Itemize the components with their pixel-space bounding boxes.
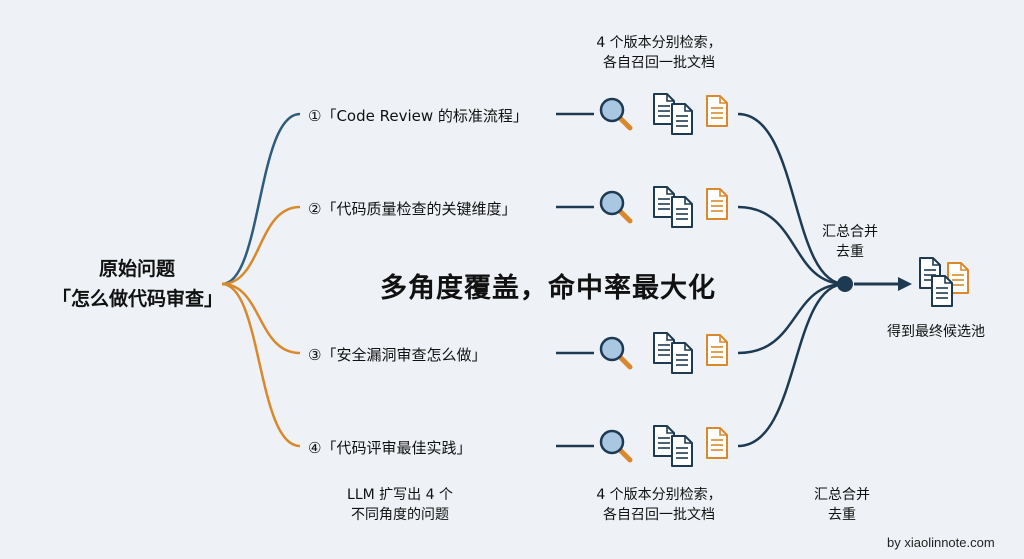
- magnifier-icon-1: [599, 97, 633, 131]
- magnifier-icon-4: [599, 429, 633, 463]
- retrieve-note-bottom: 4 个版本分别检索， 各自召回一批文档: [574, 485, 744, 525]
- result-doc-front: [931, 275, 953, 307]
- merge-lines: [737, 112, 846, 448]
- document-icon-4-page: [706, 427, 728, 459]
- retrieve-note-top-line2: 各自召回一批文档: [603, 55, 715, 71]
- document-icon-2: [706, 188, 728, 220]
- result-doc-back-fold: [932, 258, 940, 266]
- document-icon-4-fold: [719, 428, 727, 436]
- retrieve-note-top-line1: 4 个版本分别检索，: [596, 35, 722, 51]
- result-doc-front-page: [931, 275, 953, 307]
- document-icon-3-fold: [719, 335, 727, 343]
- result-document-stack-icon: [919, 257, 969, 307]
- document-stack-icon-front-1-fold: [684, 104, 692, 112]
- merge-note-bottom-line2: 去重: [828, 507, 856, 523]
- result-label: 得到最终候选池: [887, 324, 985, 340]
- document-icon-4: [706, 427, 728, 459]
- document-stack-icon-front-3-fold: [684, 343, 692, 351]
- merge-line-2: [737, 205, 846, 286]
- branch-line-1: [221, 112, 301, 286]
- merge-line-1: [737, 112, 846, 286]
- document-icon-2-page: [706, 188, 728, 220]
- merge-note-bottom-line1: 汇总合并: [814, 487, 870, 503]
- document-icon-2-fold: [719, 189, 727, 197]
- branch-line-3: [221, 282, 301, 355]
- merge-node: [837, 276, 853, 292]
- merge-line-3: [737, 282, 846, 355]
- retrieve-note-bottom-line1: 4 个版本分别检索，: [596, 487, 722, 503]
- document-stack-icon-front-4: [671, 435, 693, 467]
- query-3-label: ③「安全漏洞审查怎么做」: [308, 346, 487, 364]
- merge-line-4: [737, 282, 846, 448]
- merge-note-line2: 去重: [836, 244, 864, 260]
- branch-line-4: [221, 282, 301, 448]
- document-stack-icon-back-4: [653, 425, 675, 457]
- query-2-label: ②「代码质量检查的关键维度」: [308, 200, 517, 218]
- magnifier-icon-2-handle: [617, 208, 633, 224]
- magnifier-icon-1-lens: [599, 97, 625, 123]
- root-question: 原始问题 「怎么做代码审查」: [52, 254, 224, 314]
- document-stack-icon-front-2: [671, 196, 693, 228]
- document-stack-icon-back-3-fold: [666, 333, 674, 341]
- magnifier-icon-3-handle: [617, 354, 633, 370]
- query-1-label: ①「Code Review 的标准流程」: [308, 107, 528, 125]
- document-icon-1: [706, 95, 728, 127]
- retrieve-note-bottom-line2: 各自召回一批文档: [603, 507, 715, 523]
- merge-note-bottom: 汇总合并 去重: [802, 485, 882, 525]
- document-stack-icon-front-1-page: [671, 103, 693, 135]
- llm-note: LLM 扩写出 4 个 不同角度的问题: [335, 485, 465, 525]
- document-icon-3-page: [706, 334, 728, 366]
- root-question-line2: 「怎么做代码审查」: [52, 288, 224, 310]
- document-stack-icon-front-3-page: [671, 342, 693, 374]
- magnifier-icon-2: [599, 190, 633, 224]
- document-stack-icon-front-2-fold: [684, 197, 692, 205]
- document-stack-icon-back-1-fold: [666, 94, 674, 102]
- document-icon-1-page: [706, 95, 728, 127]
- slogan: 多角度覆盖，命中率最大化: [380, 273, 716, 304]
- document-stack-icon-back-4-fold: [666, 426, 674, 434]
- result-arrow-head: [898, 277, 912, 291]
- merge-note: 汇总合并 去重: [810, 222, 890, 262]
- document-stack-icon-back-2-fold: [666, 187, 674, 195]
- magnifier-icon-3-lens: [599, 336, 625, 362]
- result-doc-front-fold: [944, 276, 952, 284]
- query-4-label: ④「代码评审最佳实践」: [308, 439, 472, 457]
- root-question-line1: 原始问题: [98, 258, 175, 280]
- document-stack-icon-front-3: [671, 342, 693, 374]
- document-icon-3: [706, 334, 728, 366]
- document-stack-icon-front-1: [671, 103, 693, 135]
- result-doc-orange-fold: [960, 263, 968, 271]
- magnifier-icon-2-lens: [599, 190, 625, 216]
- document-icon-1-fold: [719, 96, 727, 104]
- llm-note-line1: LLM 扩写出 4 个: [347, 487, 453, 503]
- magnifier-icon-4-lens: [599, 429, 625, 455]
- magnifier-icon-4-handle: [617, 447, 633, 463]
- branch-line-2: [221, 205, 301, 286]
- document-stack-icon-front-4-fold: [684, 436, 692, 444]
- magnifier-icon-3: [599, 336, 633, 370]
- merge-note-line1: 汇总合并: [822, 224, 878, 240]
- retrieve-note-top: 4 个版本分别检索， 各自召回一批文档: [574, 33, 744, 73]
- footer-credit: by xiaolinnote.com: [887, 535, 995, 550]
- document-stack-icon-front-4-page: [671, 435, 693, 467]
- branch-lines: [221, 112, 301, 448]
- retrieval-rows: [556, 93, 728, 467]
- llm-note-line2: 不同角度的问题: [351, 507, 449, 523]
- magnifier-icon-1-handle: [617, 115, 633, 131]
- document-stack-icon-front-2-page: [671, 196, 693, 228]
